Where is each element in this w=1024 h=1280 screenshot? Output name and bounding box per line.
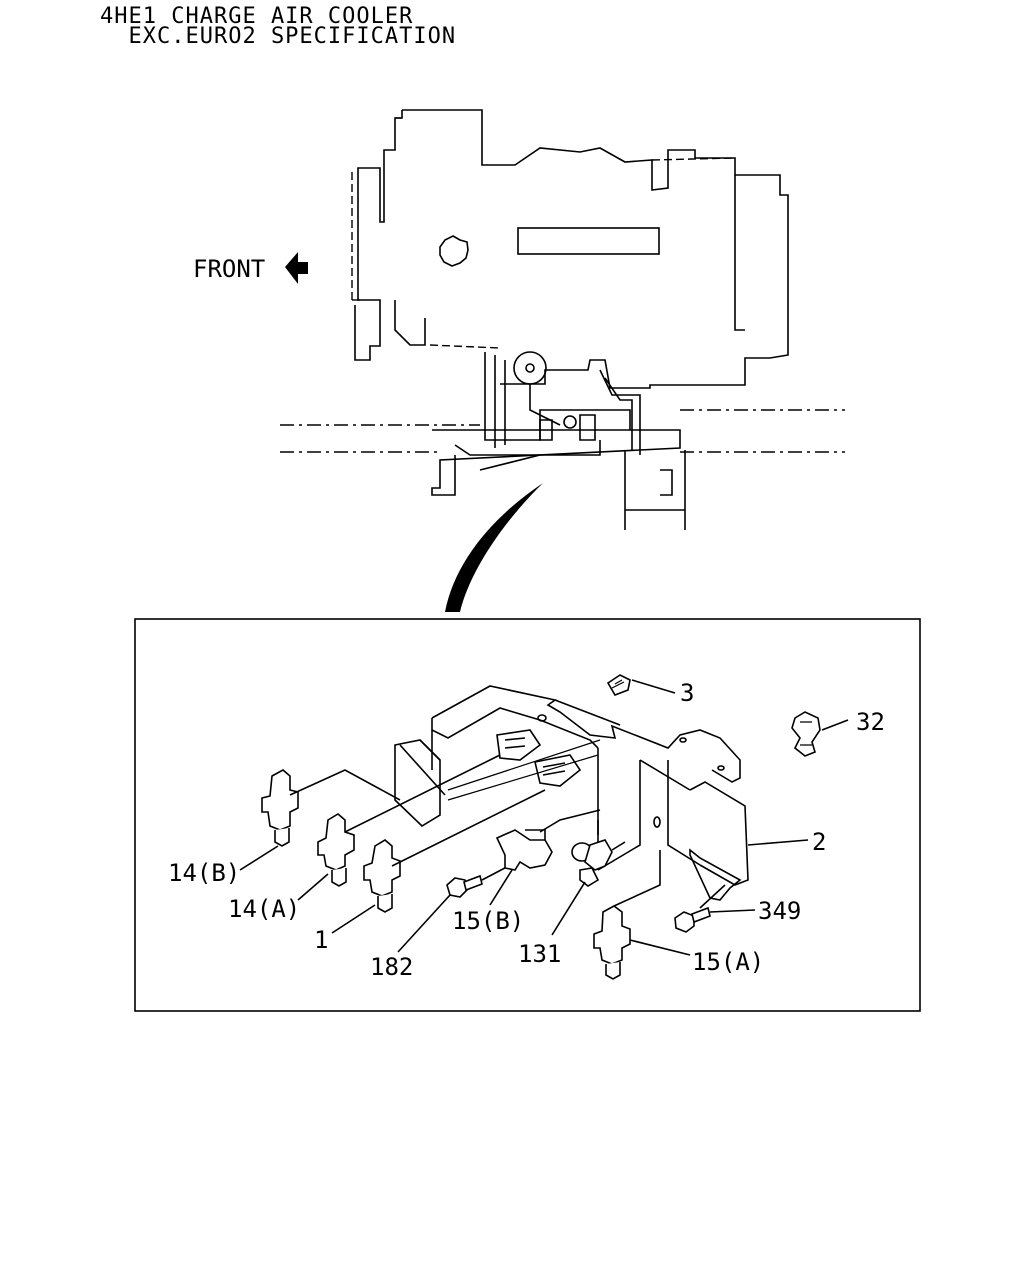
engine-overview: FRONT: [193, 109, 845, 530]
front-indicator: FRONT: [193, 252, 308, 284]
detail-frame: [134, 618, 921, 1012]
callout-349: 349: [758, 897, 801, 925]
part-14b-valve: [239, 769, 401, 871]
callout-3: 3: [680, 679, 694, 707]
part-3-screw: [606, 674, 676, 696]
callout-2: 2: [812, 828, 826, 856]
leader-2: [747, 839, 809, 846]
front-label: FRONT: [193, 255, 265, 283]
callout-32: 32: [856, 708, 885, 736]
part-15b-valve: [489, 809, 601, 906]
callout-15b: 15(B): [452, 907, 524, 935]
zoom-indicator: [445, 483, 543, 612]
arrow-left-icon: [285, 252, 308, 284]
part-131-vsv: [551, 820, 626, 936]
callout-15a: 15(A): [692, 948, 764, 976]
callout-1: 1: [314, 926, 328, 954]
bracket-assembly: [394, 685, 749, 901]
part-32-clip: [791, 711, 849, 757]
callout-14b: 14(B): [168, 859, 240, 887]
callout-131: 131: [518, 940, 561, 968]
part-182-bolt: [397, 859, 521, 953]
diagram-subtitle: EXC.EURO2 SPECIFICATION: [100, 24, 457, 49]
callout-182: 182: [370, 953, 413, 981]
diagram-title: 4HE1 CHARGE AIR COOLER: [100, 4, 414, 29]
callout-labels: 3 32 2 349 15(A) 131 15(B) 182 1 14(A) 1…: [168, 679, 885, 981]
part-349-bolt: [674, 884, 756, 933]
part-15a-valve: [593, 850, 691, 980]
part-1-valve: [331, 789, 546, 934]
part-14a-valve: [297, 754, 501, 901]
callout-14a: 14(A): [228, 895, 300, 923]
